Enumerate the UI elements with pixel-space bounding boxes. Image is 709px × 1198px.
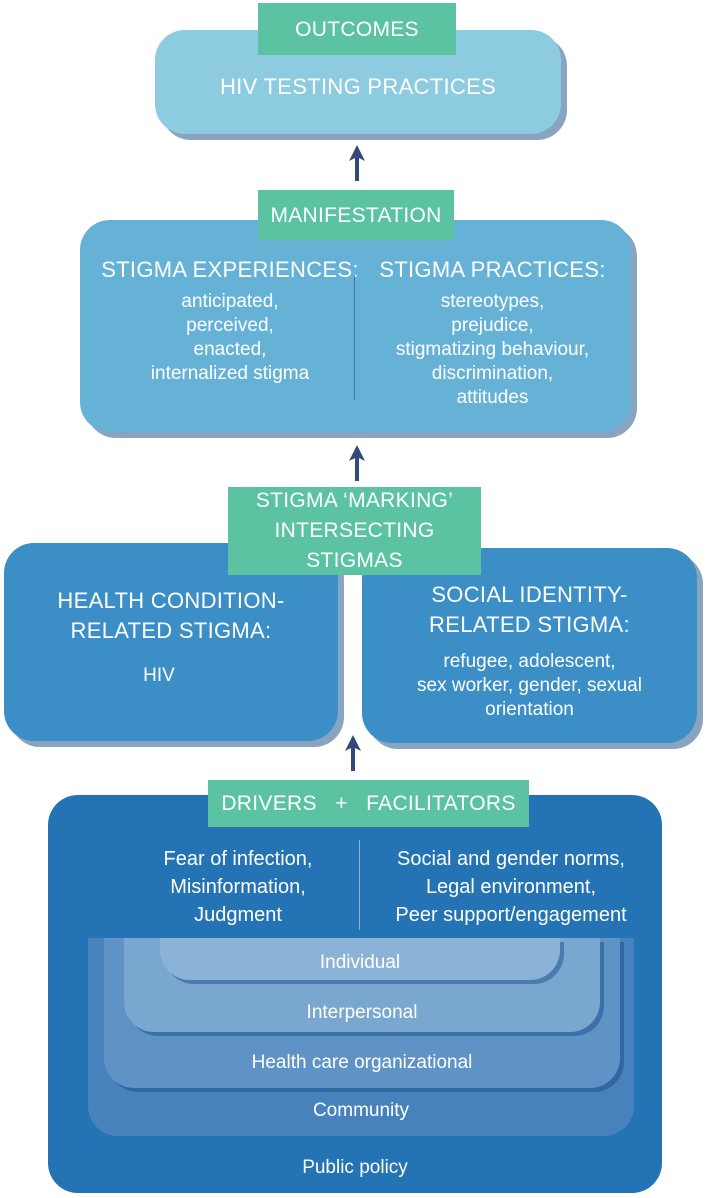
arrow-up-icon <box>349 445 365 481</box>
list-item: refugee, adolescent, <box>443 651 616 672</box>
heading-line: SOCIAL IDENTITY- <box>431 582 628 607</box>
list-item: discrimination, <box>431 363 554 384</box>
arrow-up-icon <box>345 735 361 771</box>
health-condition-heading: HEALTH CONDITION- RELATED STIGMA: <box>4 586 338 646</box>
list-item: Fear of infection, <box>163 848 313 870</box>
level-label: Interpersonal <box>306 1002 418 1023</box>
list-item: Misinformation, <box>170 876 306 898</box>
list-item: orientation <box>485 699 574 720</box>
level-label: Community <box>312 1100 410 1121</box>
list-item: sex worker, gender, sexual <box>417 675 642 696</box>
marking-tag: STIGMA ‘MARKING’ INTERSECTING STIGMAS <box>228 487 481 575</box>
list-item: internalized stigma <box>150 363 310 384</box>
manifestation-box: STIGMA EXPERIENCES: anticipated, perceiv… <box>80 220 631 432</box>
drivers-right-list: Social and gender norms, Legal environme… <box>366 845 656 929</box>
list-item: HIV <box>143 665 175 686</box>
list-item: Social and gender norms, <box>397 848 625 870</box>
heading-line: RELATED STIGMA: <box>70 618 272 643</box>
list-item: perceived, <box>186 315 274 336</box>
arrow-up-icon <box>349 145 365 181</box>
social-identity-heading: SOCIAL IDENTITY- RELATED STIGMA: <box>362 580 697 640</box>
heading-line: HEALTH CONDITION- <box>57 588 285 613</box>
social-identity-list: refugee, adolescent, sex worker, gender,… <box>362 650 697 722</box>
level-label: Public policy <box>302 1157 408 1178</box>
drivers-left-list: Fear of infection, Misinformation, Judgm… <box>108 845 368 929</box>
outcomes-tag: OUTCOMES <box>258 3 456 55</box>
level-public-policy: Public policy <box>48 938 662 1193</box>
health-condition-stigma-box: HEALTH CONDITION- RELATED STIGMA: HIV <box>4 543 338 741</box>
manifestation-divider <box>354 275 355 400</box>
level-label: Health care organizational <box>251 1052 473 1073</box>
list-item: Peer support/engagement <box>395 904 627 926</box>
list-item: anticipated, <box>181 291 279 312</box>
drivers-tag: DRIVERS + FACILITATORS <box>208 780 529 827</box>
list-item: enacted, <box>193 339 267 360</box>
heading-line: RELATED STIGMA: <box>429 612 630 637</box>
drivers-box: Fear of infection, Misinformation, Judgm… <box>48 795 662 1193</box>
tag-line: STIGMA ‘MARKING’ <box>255 489 454 512</box>
level-label: Individual <box>319 952 401 973</box>
list-item: Legal environment, <box>425 876 597 898</box>
drivers-divider <box>359 840 360 930</box>
list-item: stigmatizing behaviour, <box>395 339 590 360</box>
stigma-practices-list: stereotypes, prejudice, stigmatizing beh… <box>360 290 625 410</box>
stigma-experiences-list: anticipated, perceived, enacted, interna… <box>90 290 370 386</box>
stigma-practices-heading: STIGMA PRACTICES: <box>379 257 606 282</box>
health-condition-list: HIV <box>4 664 314 688</box>
list-item: Judgment <box>194 904 282 926</box>
list-item: stereotypes, <box>440 291 545 312</box>
manifestation-tag: MANIFESTATION <box>258 190 454 240</box>
stigma-experiences-heading: STIGMA EXPERIENCES: <box>101 257 359 282</box>
level-individual: Individual <box>160 938 560 980</box>
outcomes-title: HIV TESTING PRACTICES <box>219 74 497 99</box>
list-item: attitudes <box>456 387 529 408</box>
list-item: prejudice, <box>451 315 534 336</box>
social-identity-stigma-box: SOCIAL IDENTITY- RELATED STIGMA: refugee… <box>362 548 697 743</box>
tag-line: INTERSECTING STIGMAS <box>274 519 435 572</box>
